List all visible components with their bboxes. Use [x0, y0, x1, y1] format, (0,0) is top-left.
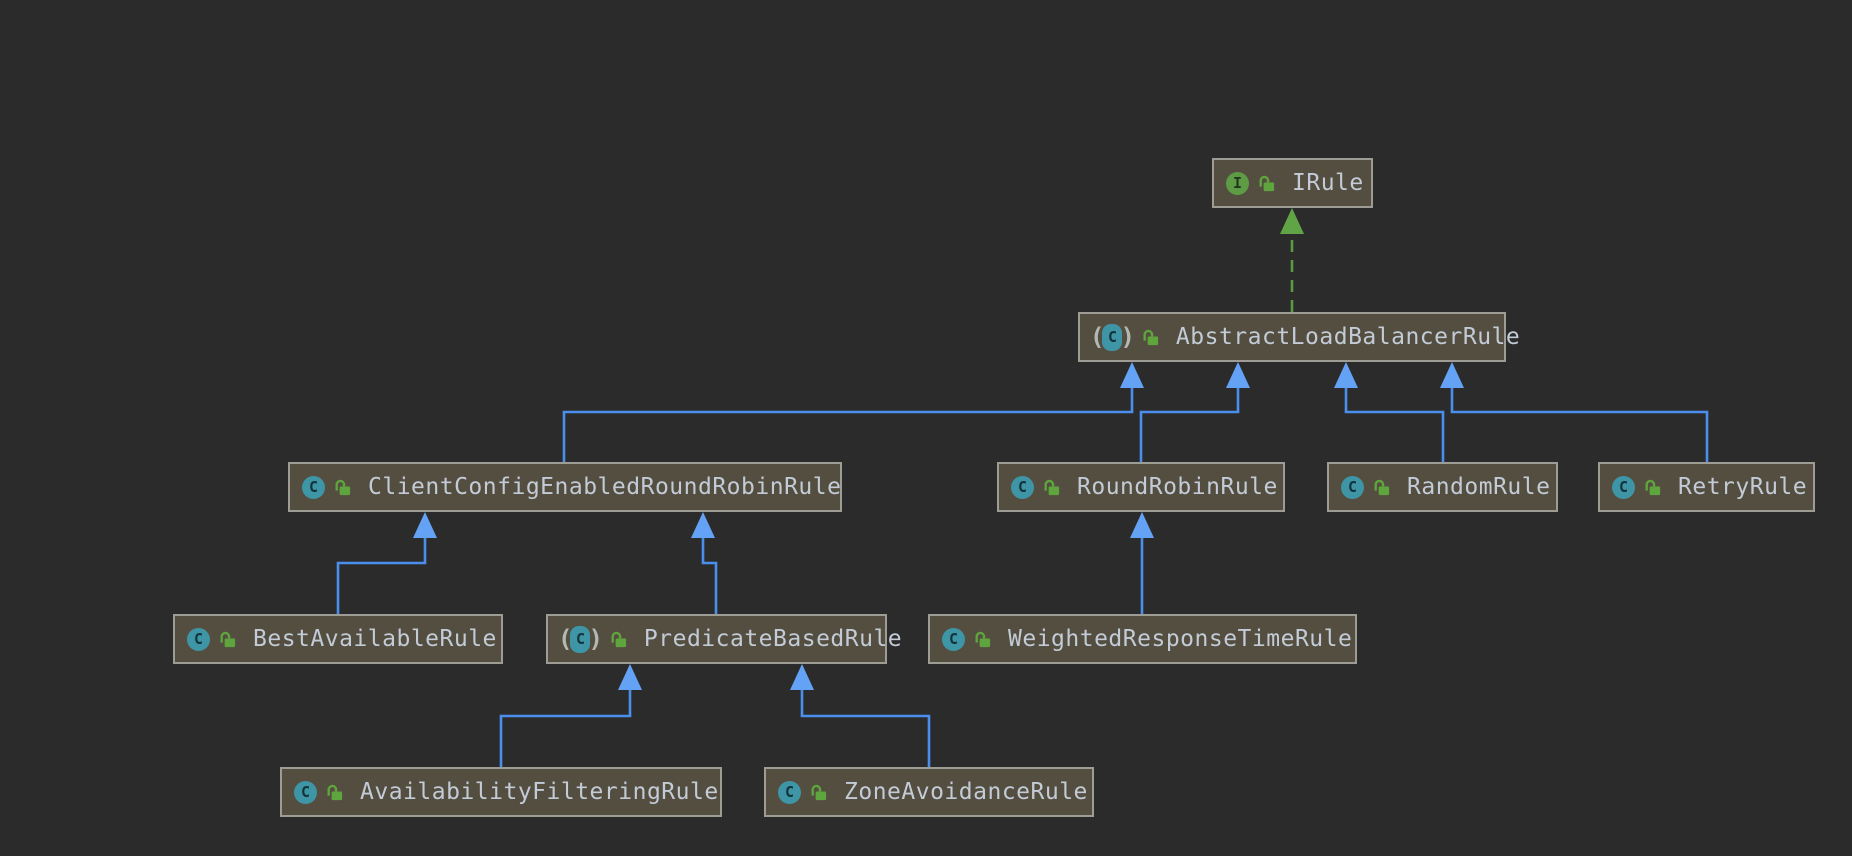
class-icon: C [1612, 475, 1635, 499]
class-name-label: AvailabilityFilteringRule [360, 779, 719, 805]
class-node-random-rule[interactable]: C RandomRule [1327, 462, 1558, 512]
extends-line [562, 386, 1134, 462]
edge-best-available-rule-to-client-config-enabled-round-robin [336, 512, 437, 614]
edge-client-config-enabled-round-robin-to-abstract-load-balancer-rule [562, 362, 1144, 462]
open-lock-icon [1372, 478, 1391, 497]
class-icon: C [1011, 475, 1034, 499]
edge-zone-avoidance-rule-to-predicate-based-rule [790, 664, 931, 767]
class-icon: C [942, 627, 965, 651]
class-node-client-config-enabled-round-robin[interactable]: C ClientConfigEnabledRoundRobinRule [288, 462, 842, 512]
extends-arrowhead-icon [413, 512, 437, 538]
class-name-label: BestAvailableRule [253, 626, 497, 652]
class-node-availability-filtering-rule[interactable]: C AvailabilityFilteringRule [280, 767, 722, 817]
class-node-retry-rule[interactable]: C RetryRule [1598, 462, 1815, 512]
interface-icon: I [1226, 171, 1249, 195]
class-icon: C [187, 627, 210, 651]
open-lock-icon [218, 630, 237, 649]
class-name-label: PredicateBasedRule [643, 626, 903, 652]
extends-line [800, 688, 931, 767]
open-lock-icon [325, 783, 344, 802]
open-lock-icon [809, 783, 828, 802]
class-name-label: RoundRobinRule [1077, 474, 1278, 500]
extends-arrowhead-icon [790, 664, 814, 690]
extends-arrowhead-icon [1120, 362, 1144, 388]
class-node-round-robin-rule[interactable]: C RoundRobinRule [997, 462, 1285, 512]
class-icon: C [302, 475, 325, 499]
class-name-label: ClientConfigEnabledRoundRobinRule [368, 474, 842, 500]
edge-abstract-load-balancer-rule-to-irule [1280, 208, 1304, 312]
class-node-irule[interactable]: I IRule [1212, 158, 1373, 208]
class-name-label: ZoneAvoidanceRule [844, 779, 1088, 805]
edge-random-rule-to-abstract-load-balancer-rule [1334, 362, 1445, 462]
class-name-label: IRule [1292, 170, 1364, 196]
extends-arrowhead-icon [1334, 362, 1358, 388]
class-node-abstract-load-balancer-rule[interactable]: (C) AbstractLoadBalancerRule [1078, 312, 1520, 362]
class-node-zone-avoidance-rule[interactable]: C ZoneAvoidanceRule [764, 767, 1094, 817]
class-node-predicate-based-rule[interactable]: (C) PredicateBasedRule [546, 614, 902, 664]
class-name-label: RandomRule [1407, 474, 1551, 500]
class-icon: C [778, 780, 801, 804]
open-lock-icon [1643, 478, 1662, 497]
open-lock-icon [973, 630, 992, 649]
extends-arrowhead-icon [1440, 362, 1464, 388]
extends-line [1344, 386, 1445, 462]
open-lock-icon [1141, 328, 1160, 347]
abstract-paren: ) [1120, 323, 1135, 351]
abstract-paren: ( [558, 625, 573, 653]
open-lock-icon [609, 630, 628, 649]
class-icon: C [294, 780, 317, 804]
extends-line [336, 536, 427, 614]
class-node-weighted-response-time-rule[interactable]: C WeightedResponseTimeRule [928, 614, 1357, 664]
edge-round-robin-rule-to-abstract-load-balancer-rule [1139, 362, 1250, 462]
extends-line [1139, 386, 1240, 462]
extends-line [701, 536, 718, 614]
class-name-label: RetryRule [1678, 474, 1808, 500]
extends-line [1450, 386, 1709, 462]
class-node-best-available-rule[interactable]: C BestAvailableRule [173, 614, 503, 664]
edge-predicate-based-rule-to-client-config-enabled-round-robin [691, 512, 718, 614]
abstract-paren: ( [1090, 323, 1105, 351]
abstract-class-icon: (C) [1090, 323, 1135, 351]
edge-retry-rule-to-abstract-load-balancer-rule [1440, 362, 1709, 462]
open-lock-icon [1042, 478, 1061, 497]
extends-line [499, 688, 632, 767]
class-name-label: AbstractLoadBalancerRule [1175, 324, 1521, 350]
class-icon: C [1341, 475, 1364, 499]
extends-arrowhead-icon [618, 664, 642, 690]
extends-arrowhead-icon [1226, 362, 1250, 388]
class-name-label: WeightedResponseTimeRule [1008, 626, 1353, 652]
extends-arrowhead-icon [691, 512, 715, 538]
open-lock-icon [1257, 174, 1276, 193]
abstract-class-icon: (C) [558, 625, 603, 653]
open-lock-icon [333, 478, 352, 497]
abstract-paren: ) [588, 625, 603, 653]
edge-availability-filtering-rule-to-predicate-based-rule [499, 664, 642, 767]
extends-arrowhead-icon [1130, 512, 1154, 538]
edge-weighted-response-time-rule-to-round-robin-rule [1130, 512, 1154, 614]
implements-arrowhead-icon [1280, 208, 1304, 234]
